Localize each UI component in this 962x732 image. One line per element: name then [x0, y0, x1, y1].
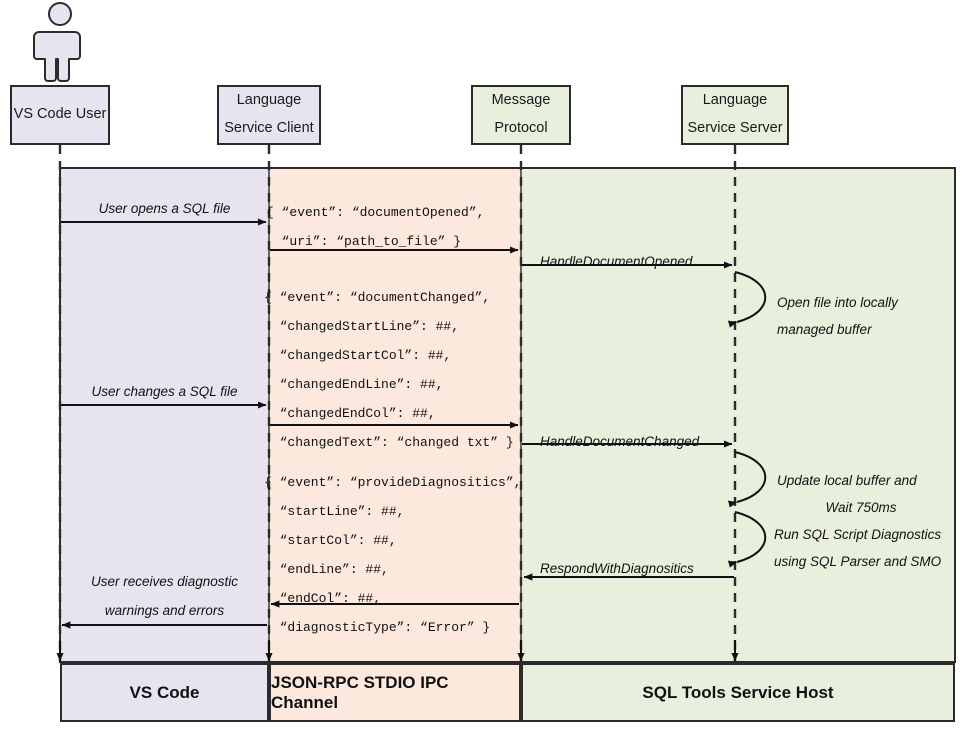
label-open-buffer-line2: managed buffer	[777, 322, 872, 337]
participant-vs-code-user[interactable]: VS Code User	[10, 85, 110, 145]
participant-language-service-client-line1: Language	[236, 92, 302, 109]
label-update-wait-line1: Update local buffer and	[777, 473, 917, 488]
participant-language-service-server-line2: Service Server	[687, 120, 783, 136]
label-user-changes-sql-file: User changes a SQL file	[91, 384, 238, 399]
footer-ipc-channel[interactable]: JSON-RPC STDIO IPC Channel	[269, 663, 521, 722]
participant-message-protocol-line2: Protocol	[494, 120, 548, 136]
band-vscode	[60, 168, 269, 662]
participant-language-service-server-line1: Language	[702, 92, 768, 109]
label-handle-document-changed: HandleDocumentChanged	[540, 434, 700, 449]
participant-vs-code-user-label: VS Code User	[13, 106, 107, 123]
payload-document-opened: { “event”: “documentOpened”, “uri”: “pat…	[266, 205, 485, 249]
label-user-receives-line2: warnings and errors	[104, 603, 225, 618]
label-user-receives-line1: User receives diagnostic	[90, 574, 239, 589]
band-service-host	[521, 168, 955, 662]
footer-sql-tools-service-host[interactable]: SQL Tools Service Host	[521, 663, 955, 722]
participant-language-service-server[interactable]: Language Service Server	[681, 85, 789, 145]
footer-sql-tools-service-host-label: SQL Tools Service Host	[642, 682, 834, 702]
participant-language-service-client[interactable]: Language Service Client	[217, 85, 321, 145]
loop-open-buffer	[727, 271, 767, 328]
footer-vs-code[interactable]: VS Code	[60, 663, 269, 722]
label-user-opens-sql-file: User opens a SQL file	[98, 201, 231, 216]
label-run-diagnostics-line2: using SQL Parser and SMO	[774, 554, 942, 569]
footer-ipc-channel-label: JSON-RPC STDIO IPC Channel	[271, 672, 449, 712]
footer-down-arrows	[56, 640, 739, 662]
payload-provide-diagnositics: { “event”: “provideDiagnositics”, “start…	[264, 475, 522, 635]
loop-run-diagnostics	[727, 511, 767, 568]
loop-update-wait	[727, 451, 767, 508]
self-call-loops	[727, 271, 767, 568]
message-arrows	[61, 218, 734, 629]
vs-code-user-actor	[33, 2, 81, 82]
participant-language-service-client-line2: Service Client	[224, 120, 314, 136]
participant-message-protocol-line1: Message	[491, 92, 551, 109]
payload-document-changed: { “event”: “documentChanged”, “changedSt…	[264, 290, 514, 450]
label-respond-with-diagnositics: RespondWithDiagnositics	[540, 561, 694, 576]
participant-message-protocol[interactable]: Message Protocol	[471, 85, 571, 145]
label-handle-document-opened: HandleDocumentOpened	[540, 254, 693, 269]
footer-vs-code-label: VS Code	[129, 682, 200, 702]
label-run-diagnostics-line1: Run SQL Script Diagnostics	[774, 527, 942, 542]
label-open-buffer-line1: Open file into locally	[777, 295, 898, 310]
lifelines	[58, 145, 737, 662]
label-update-wait-line2: Wait 750ms	[825, 500, 897, 515]
